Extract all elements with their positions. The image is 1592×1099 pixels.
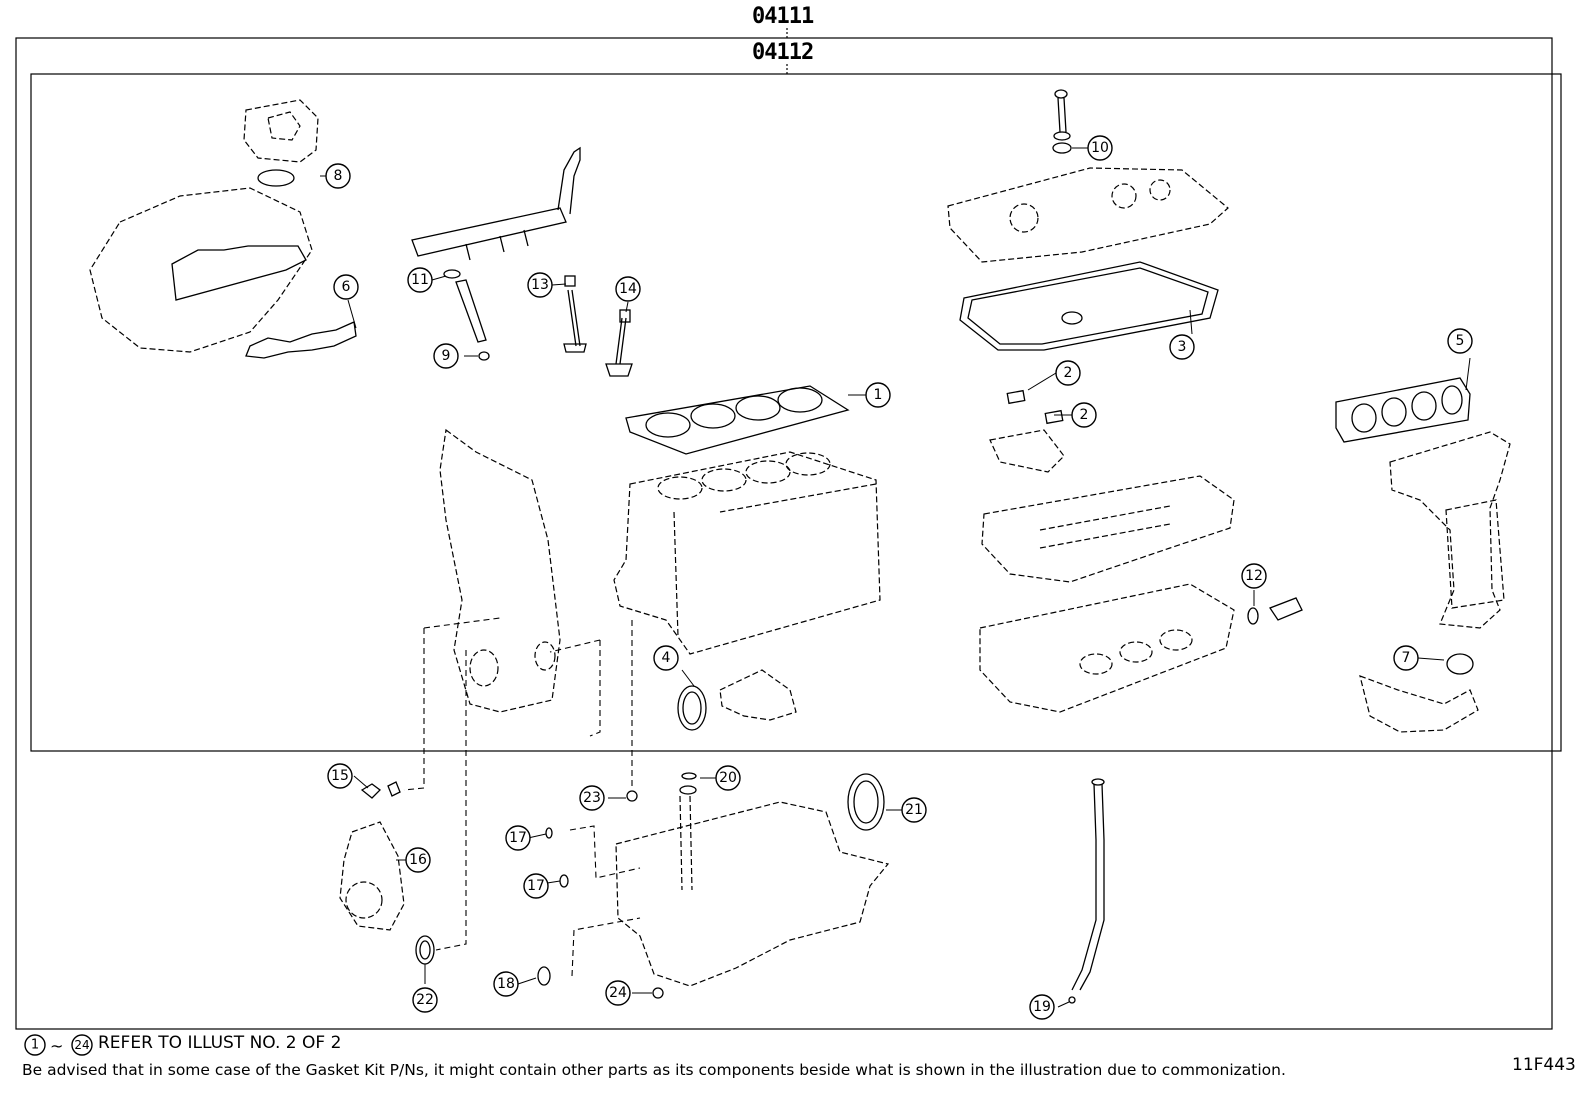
plug-tube-gasket-b-drawing bbox=[1044, 409, 1064, 425]
svg-text:24: 24 bbox=[609, 985, 627, 1001]
callout-18: 18 bbox=[493, 971, 519, 997]
callout-15: 15 bbox=[327, 763, 353, 789]
cylinder-head-cover-drawing bbox=[947, 89, 1229, 263]
callout-24: 24 bbox=[605, 980, 631, 1006]
o-ring-20 bbox=[681, 772, 697, 780]
svg-text:22: 22 bbox=[416, 992, 434, 1008]
callout-22: 22 bbox=[412, 987, 438, 1013]
callout-leaders bbox=[320, 147, 1471, 1008]
callout-8: 8 bbox=[325, 163, 351, 189]
callout-17b: 17 bbox=[523, 873, 549, 899]
callout-16: 16 bbox=[405, 847, 431, 873]
svg-text:14: 14 bbox=[619, 281, 637, 297]
oil-pan-drawing bbox=[615, 785, 890, 987]
cylinder-head-drawing bbox=[979, 429, 1235, 713]
svg-text:7: 7 bbox=[1402, 650, 1411, 666]
intake-manifold-drawing bbox=[89, 99, 357, 359]
outer-kit-frame bbox=[15, 37, 1553, 1030]
fuel-rail-drawing bbox=[411, 146, 581, 361]
callout-17a: 17 bbox=[505, 825, 531, 851]
svg-text:20: 20 bbox=[719, 770, 737, 786]
svg-text:6: 6 bbox=[342, 279, 351, 295]
inner-kit-frame bbox=[30, 73, 1562, 752]
callout-11: 11 bbox=[407, 267, 433, 293]
svg-text:11: 11 bbox=[411, 272, 429, 288]
crankshaft-oil-seal-drawing bbox=[847, 773, 885, 831]
callout-13: 13 bbox=[527, 272, 553, 298]
gasket-kit-advice: Be advised that in some case of the Gask… bbox=[22, 1061, 1286, 1079]
svg-text:1: 1 bbox=[874, 387, 883, 403]
figure-id: 11F443 bbox=[1512, 1055, 1576, 1075]
svg-text:21: 21 bbox=[905, 802, 923, 818]
oil-pump-drawing bbox=[339, 821, 435, 965]
callout-9: 9 bbox=[433, 343, 459, 369]
svg-text:17: 17 bbox=[509, 830, 527, 846]
o-ring-18 bbox=[537, 966, 551, 986]
svg-text:4: 4 bbox=[662, 650, 671, 666]
callout-7: 7 bbox=[1393, 645, 1419, 671]
water-outlet-drawing bbox=[677, 669, 797, 731]
callout-19: 19 bbox=[1029, 994, 1055, 1020]
engine-block-drawing bbox=[613, 451, 881, 655]
refer-range-start: 1 bbox=[24, 1034, 46, 1056]
svg-text:23: 23 bbox=[583, 790, 601, 806]
callout-4: 4 bbox=[653, 645, 679, 671]
refer-note: REFER TO ILLUST NO. 2 OF 2 bbox=[98, 1033, 342, 1053]
svg-text:2: 2 bbox=[1064, 365, 1073, 381]
cylinder-head-gasket-drawing bbox=[625, 385, 850, 455]
callout-10: 10 bbox=[1087, 135, 1113, 161]
kit-code-04112: 04112 bbox=[752, 40, 814, 65]
svg-text:19: 19 bbox=[1033, 999, 1051, 1015]
gasket-24 bbox=[652, 987, 664, 999]
svg-text:10: 10 bbox=[1091, 140, 1109, 156]
valves-drawing bbox=[563, 275, 633, 377]
temp-sensor-drawing bbox=[1247, 597, 1303, 625]
svg-text:9: 9 bbox=[442, 348, 451, 364]
callout-1: 1 bbox=[865, 382, 891, 408]
refer-range-end: 24 bbox=[71, 1034, 93, 1056]
svg-text:18: 18 bbox=[497, 976, 515, 992]
callout-20: 20 bbox=[715, 765, 741, 791]
svg-text:15: 15 bbox=[331, 768, 349, 784]
callout-23: 23 bbox=[579, 785, 605, 811]
svg-text:12: 12 bbox=[1245, 568, 1263, 584]
kit-code-04111: 04111 bbox=[752, 4, 814, 29]
callout-3: 3 bbox=[1169, 334, 1195, 360]
callout-2a: 2 bbox=[1055, 360, 1081, 386]
svg-text:1: 1 bbox=[31, 1038, 39, 1053]
svg-text:2: 2 bbox=[1080, 407, 1089, 423]
callout-5: 5 bbox=[1447, 328, 1473, 354]
callout-21: 21 bbox=[901, 797, 927, 823]
o-ring-17a bbox=[545, 827, 553, 839]
dipstick-tube-drawing bbox=[1068, 778, 1105, 1004]
bolt-15 bbox=[360, 781, 401, 799]
callout-12: 12 bbox=[1241, 563, 1267, 589]
svg-text:3: 3 bbox=[1178, 339, 1187, 355]
timing-cover-drawing bbox=[439, 428, 561, 713]
svg-text:8: 8 bbox=[334, 168, 343, 184]
callout-2b: 2 bbox=[1071, 402, 1097, 428]
o-ring-17b bbox=[559, 874, 569, 888]
gasket-23 bbox=[626, 790, 638, 802]
svg-text:5: 5 bbox=[1456, 333, 1465, 349]
svg-text:13: 13 bbox=[531, 277, 549, 293]
svg-text:17: 17 bbox=[527, 878, 545, 894]
exhaust-manifold-drawing bbox=[1335, 377, 1511, 733]
plug-tube-gasket-a-drawing bbox=[1006, 389, 1026, 405]
callout-6: 6 bbox=[333, 274, 359, 300]
svg-text:24: 24 bbox=[74, 1038, 89, 1052]
refer-range-tilde: ~ bbox=[50, 1037, 63, 1056]
svg-text:16: 16 bbox=[409, 852, 427, 868]
head-cover-gasket-drawing bbox=[959, 261, 1219, 351]
callout-14: 14 bbox=[615, 276, 641, 302]
